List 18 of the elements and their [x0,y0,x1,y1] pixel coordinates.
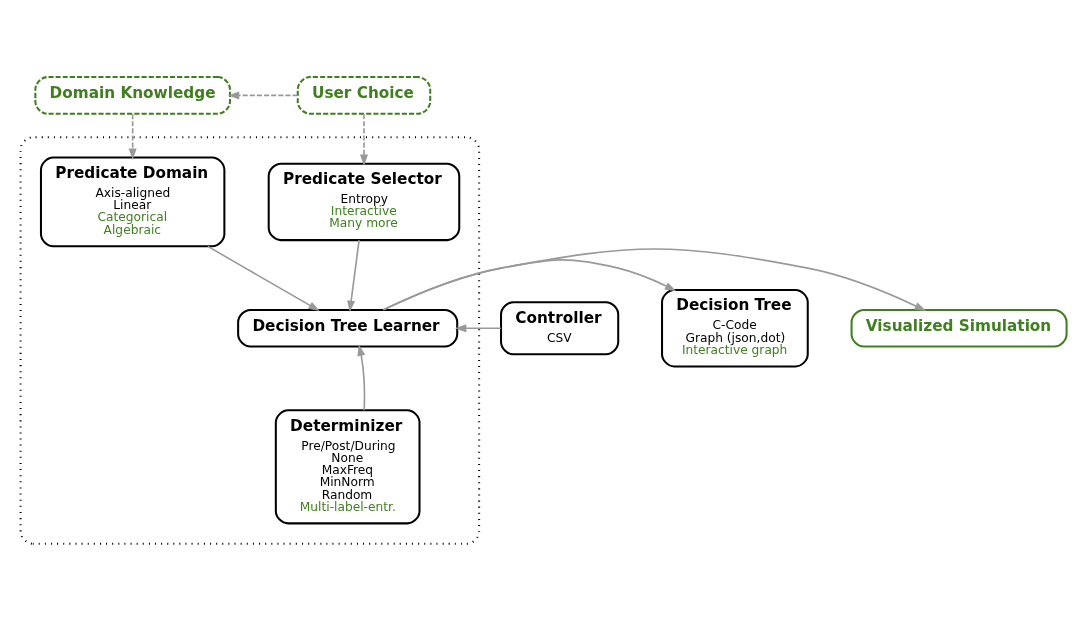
arrow [227,90,299,99]
arrow [128,112,137,160]
node-box: Predicate Selector Entropy Interactive Many more [267,162,461,241]
node-box: Predicate Domain Axis-aligned Linear Categorical Algebraic [39,156,226,247]
node-box: Domain Knowledge [34,75,231,115]
node-box: Decision Tree C-Code Graph (json,dot) Interactive graph [661,288,809,367]
node-box: Decision Tree Learner [237,308,459,348]
node-box: User Choice [296,75,432,115]
node-box: Visualized Simulation [850,308,1068,348]
node-box: Determinizer Pre/Post/During None MaxFreq MinNorm Random Multi-label-entr. [274,408,421,524]
node-box: Controller CSV [500,300,620,355]
arrow [382,247,927,311]
arrow [360,112,368,166]
cluster [19,135,481,545]
arrow [207,245,320,311]
arrow [347,238,360,312]
arrow [454,323,502,332]
arrow [357,343,366,411]
